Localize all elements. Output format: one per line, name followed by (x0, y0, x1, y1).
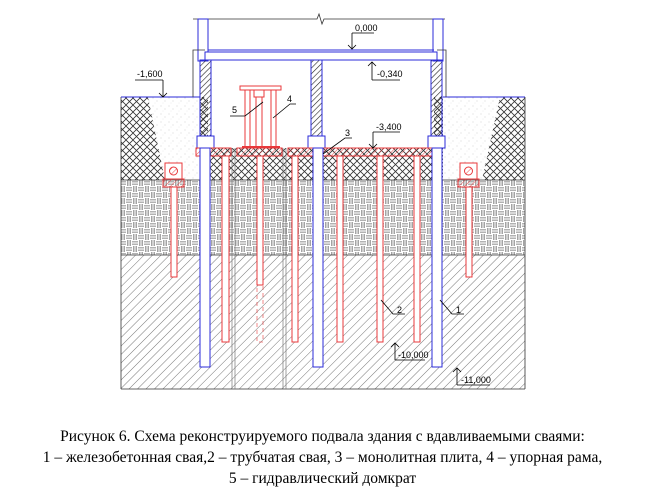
tube-pile (413, 155, 421, 343)
concrete-pile (199, 147, 211, 368)
level-ground: -1,600 (137, 69, 163, 79)
backfill-right-sand (443, 97, 500, 180)
concrete-piles (199, 147, 443, 368)
right-wall (430, 59, 443, 137)
tube-pile (291, 155, 299, 343)
level-concrete-pile-tip: -11,000 (461, 375, 491, 385)
callout-2: 2 (397, 305, 402, 315)
tube-pile-planned (256, 284, 264, 343)
level-top: 0,000 (355, 23, 378, 33)
elevation-marks (135, 32, 490, 386)
floor-slab (204, 51, 438, 61)
figure-caption-legend-cont: 5 – гидравлический домкрат (228, 470, 417, 487)
tube-piles (221, 155, 421, 343)
figure-caption-title: Рисунок 6. Схема реконструируемого подва… (60, 428, 585, 445)
level-basement-floor: -3,400 (376, 122, 402, 132)
figure-caption-legend: 1 – железобетонная свая,2 – трубчатая св… (42, 449, 603, 466)
level-slab-bottom: -0,340 (377, 69, 403, 79)
middle-footing (307, 135, 326, 149)
left-wall (199, 59, 212, 137)
middle-column (310, 59, 323, 137)
callout-4: 4 (287, 94, 292, 104)
level-tube-pile-tip: -10,000 (398, 350, 429, 360)
outer-anchor-piles (162, 162, 480, 278)
callout-5: 5 (232, 105, 237, 115)
thrust-frame-with-jack (239, 85, 282, 149)
callout-3: 3 (345, 128, 350, 138)
concrete-pile (431, 147, 443, 368)
tube-pile-in-progress (256, 155, 264, 286)
left-footing (196, 135, 215, 149)
building (192, 12, 447, 149)
tube-pile (221, 155, 230, 343)
backfill-left-sand (148, 97, 200, 180)
tube-pile (336, 155, 344, 343)
elevation-labels: 0,000 -0,340 -1,600 -3,400 -10,000 -11,0… (137, 23, 491, 385)
concrete-pile (312, 147, 324, 368)
right-footing (427, 135, 446, 149)
tube-pile (376, 155, 384, 343)
callout-1: 1 (456, 305, 461, 315)
basement-scheme-drawing: 0,000 -0,340 -1,600 -3,400 -10,000 -11,0… (120, 12, 526, 390)
